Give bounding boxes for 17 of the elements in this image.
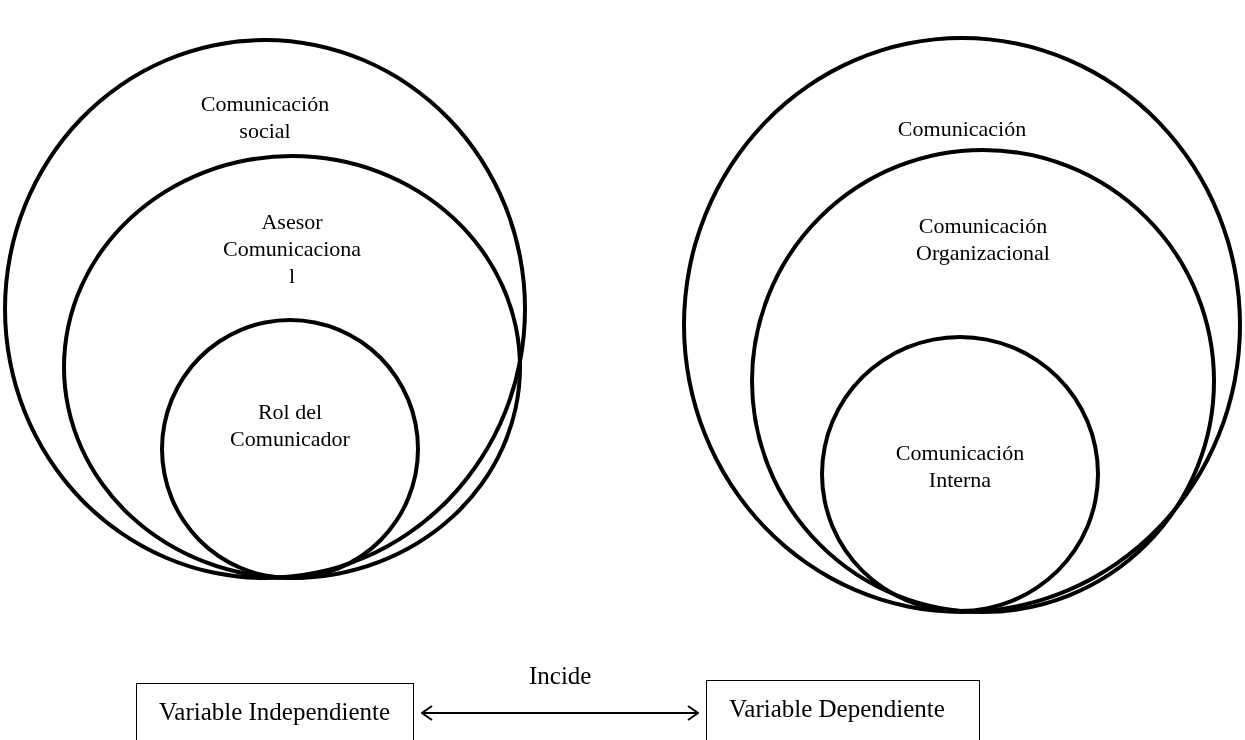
- inner-circle: [160, 318, 420, 580]
- double-arrow: [421, 705, 699, 721]
- circle-label: Asesor Comunicaciona l: [223, 208, 362, 289]
- circle-label: Comunicación Organizacional: [915, 212, 1051, 266]
- middle-circle: [750, 148, 1216, 614]
- circle-label: Comunicación social: [199, 90, 331, 144]
- variable-box: [706, 680, 980, 740]
- box-label: Variable Dependiente: [729, 695, 945, 723]
- box-label: Variable Independiente: [159, 698, 391, 726]
- outer-circle: [682, 36, 1242, 614]
- circle-label: Comunicación Interna: [894, 439, 1026, 493]
- circle-label: Rol del Comunicador: [229, 398, 351, 452]
- middle-circle: [62, 154, 522, 580]
- variable-box: [136, 683, 414, 740]
- inner-circle: [820, 335, 1100, 613]
- outer-circle: [3, 38, 527, 580]
- circle-label: Comunicación: [896, 115, 1028, 142]
